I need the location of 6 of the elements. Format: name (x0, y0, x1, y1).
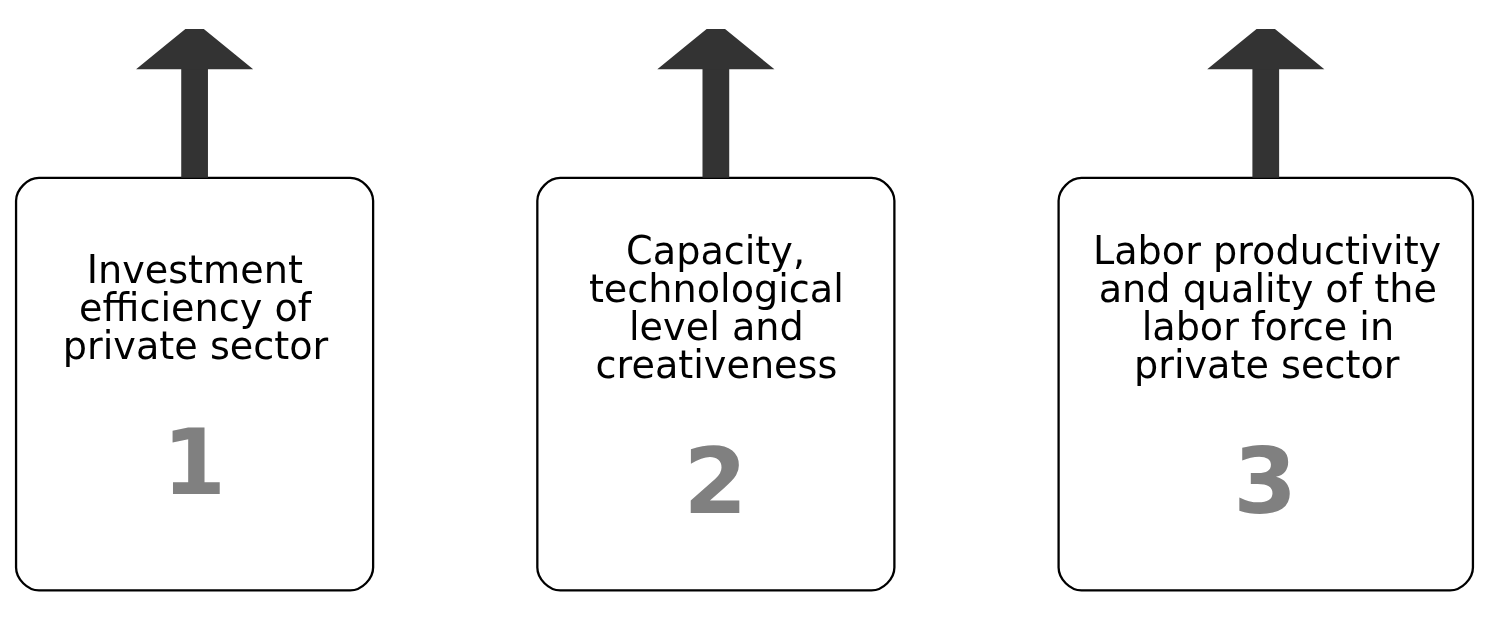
arrow (657, 28, 775, 178)
node-box: Capacity, technological level and creativeness 2 (536, 176, 896, 591)
node-box: Labor productivity and quality of the labor force in private sector 3 (1057, 176, 1475, 591)
node-box: Investment efficiency of private sector 1 (14, 176, 375, 591)
arrow (136, 28, 254, 178)
arrow (1207, 28, 1325, 178)
